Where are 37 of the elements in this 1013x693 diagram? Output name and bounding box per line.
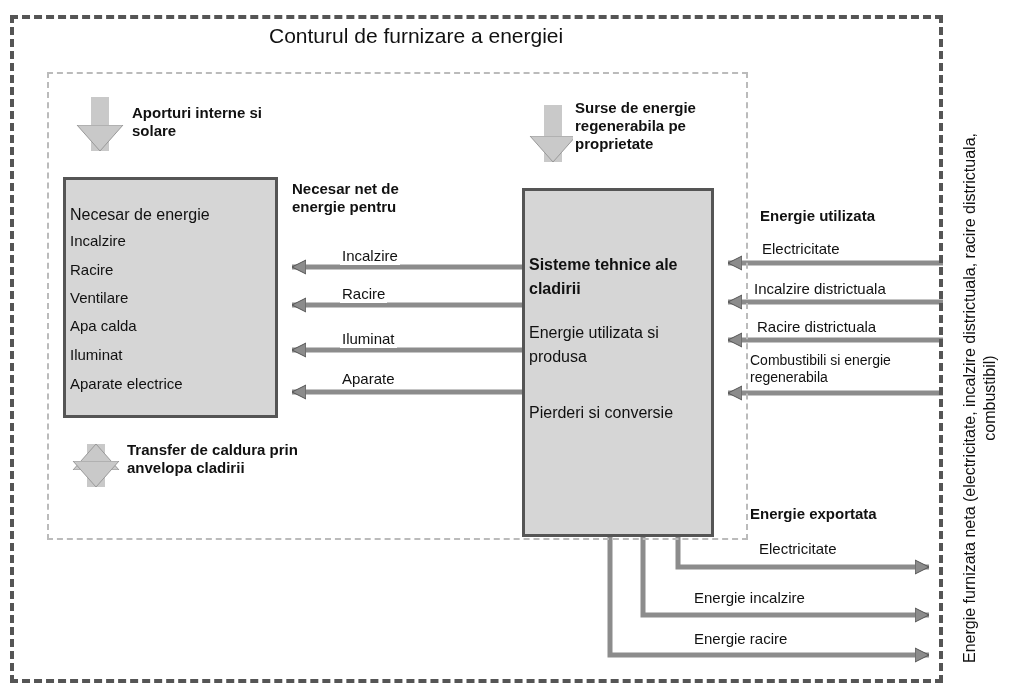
list-item: Iluminat — [70, 346, 124, 364]
section-heading: Energie exportata — [750, 505, 878, 523]
energy-demand-box — [63, 177, 278, 418]
arrow — [291, 384, 522, 400]
edge-label: Racire — [340, 285, 388, 303]
edge-label: Energie racire — [692, 630, 790, 648]
section-heading: Energie utilizata — [760, 207, 877, 225]
energy-boundary — [10, 15, 943, 683]
section-heading: Necesar net de energie pentru — [292, 180, 400, 216]
box-text: Pierderi si conversie — [529, 403, 675, 423]
wide-arrow — [72, 443, 120, 488]
box-heading: Necesar de energie — [70, 206, 211, 224]
arrow — [291, 259, 522, 275]
arrow — [607, 537, 930, 663]
wide-arrow — [76, 97, 124, 152]
list-item: Apa calda — [70, 317, 138, 335]
technical-systems-box — [522, 188, 714, 537]
boundary-title: Conturul de furnizare a energiei — [269, 27, 565, 45]
box-text: Energie utilizata si produsa — [529, 323, 660, 367]
side-note: Energie furnizata neta (electricitate, incalzire districtuala, racire districtuala, combustibil) — [960, 132, 999, 665]
arrow — [727, 255, 943, 271]
arrow — [640, 537, 930, 623]
arrow — [727, 294, 943, 310]
edge-label: Incalzire — [340, 247, 400, 265]
edge-label: Iluminat — [340, 330, 397, 348]
edge-label: Energie incalzire — [692, 589, 807, 607]
box-heading: Sisteme tehnice ale cladirii — [529, 255, 679, 299]
arrow — [291, 342, 522, 358]
list-item: Aparate electrice — [70, 375, 184, 393]
arrow — [675, 537, 930, 575]
arrow — [727, 332, 943, 348]
arrow — [291, 297, 522, 313]
list-item: Incalzire — [70, 232, 127, 250]
inner-boundary — [47, 72, 748, 540]
list-item: Racire — [70, 261, 115, 279]
list-item: Ventilare — [70, 289, 130, 307]
arrow — [727, 385, 943, 401]
